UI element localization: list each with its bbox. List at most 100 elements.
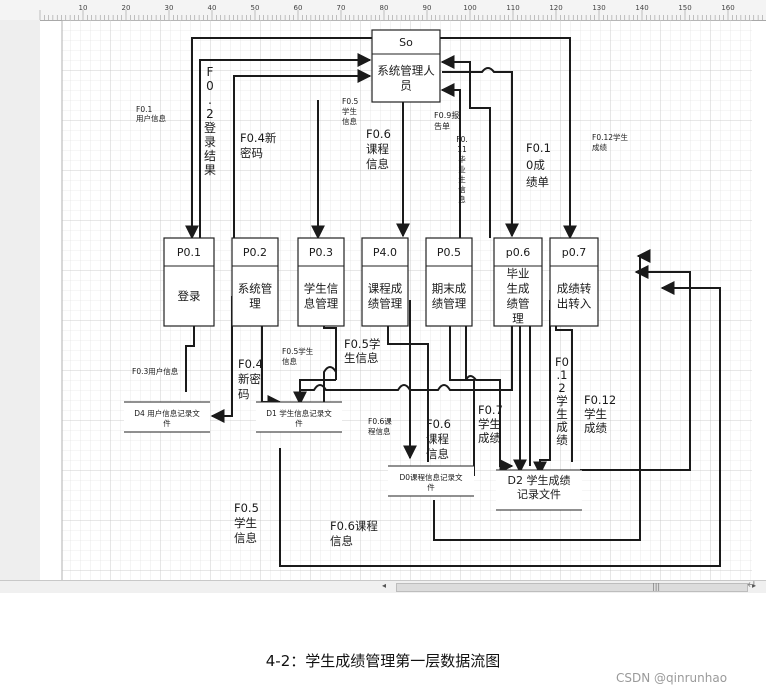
process-title: 出转入 xyxy=(557,297,592,311)
ruler-label: 100 xyxy=(463,4,476,12)
flow-p02-to-admin xyxy=(233,69,372,238)
paragraph-return-icon: ↵ xyxy=(747,578,757,591)
datastore-text: 件 xyxy=(295,418,303,428)
process-title: 学生信 xyxy=(304,282,339,296)
process-code: p0.6 xyxy=(506,246,530,259)
datastore-background xyxy=(124,402,210,432)
horizontal-scrollbar[interactable]: ◂ ||| ▸ xyxy=(0,580,766,593)
flow-label-text: F0.6课程 xyxy=(330,519,378,533)
datastore-text: D2 学生成绩 xyxy=(508,473,571,487)
flow-label-text: 绩单 xyxy=(526,175,549,189)
ruler-label: 70 xyxy=(337,4,346,12)
flow-label-text: 信息 xyxy=(234,531,257,545)
scroll-grip-icon: ||| xyxy=(652,582,661,591)
process-p01[interactable]: P0.1登录 xyxy=(163,237,215,327)
flow-label-text: 信 xyxy=(458,184,466,194)
scroll-right-arrow-icon[interactable]: ▸ xyxy=(752,581,757,590)
flow-label-text: F0.3用户信息 xyxy=(132,366,179,376)
ruler-label: 30 xyxy=(165,4,174,12)
flow-label-text: F0 xyxy=(555,355,569,369)
figure-caption: 4-2：学生成绩管理第一层数据流图 xyxy=(265,652,501,670)
flow-p05-to-d2 xyxy=(465,300,514,473)
flow-label-text: F0.5 xyxy=(234,501,259,515)
process-box xyxy=(549,237,599,327)
flow-label-text: 信息 xyxy=(426,447,449,461)
scroll-thumb[interactable] xyxy=(396,583,748,592)
flow-label-text: . xyxy=(208,93,212,107)
flow-label-text: 学生 xyxy=(234,516,257,530)
datastore-text: 件 xyxy=(163,418,171,428)
process-title: 绩管 xyxy=(507,297,530,311)
flow-label-text: 学生 xyxy=(342,106,357,116)
ruler-label: 10 xyxy=(79,4,88,12)
flow-label-text: 告单 xyxy=(434,121,450,131)
process-title: 理 xyxy=(249,297,261,311)
flow-label-text: F0.1 xyxy=(136,105,152,114)
flow-label-text: 录 xyxy=(204,135,216,149)
flow-label-text: F0.5学生 xyxy=(282,346,314,356)
ruler-label: 90 xyxy=(423,4,432,12)
process-title: 毕业 xyxy=(507,267,530,281)
flow-d0-bottom-loop xyxy=(433,249,651,541)
flow-label-text: F0.5 xyxy=(342,97,358,106)
flow-label-text: 密码 xyxy=(240,146,263,160)
process-layer: So系统管理人员P0.1登录P0.2系统管理P0.3学生信息管理P4.0课程成绩… xyxy=(163,29,599,327)
flow-label-text: 成绩 xyxy=(478,431,501,445)
flow-p02-to-d4 xyxy=(210,296,233,423)
flow-label-text: F0.12 xyxy=(584,393,616,407)
ruler-label: 150 xyxy=(678,4,691,12)
process-title: 系统管 xyxy=(238,282,273,296)
datastore-background xyxy=(388,466,474,496)
watermark: CSDN @qinrunhao xyxy=(616,671,728,685)
flow-label-text: 生信息 xyxy=(344,351,379,365)
ruler-label: 110 xyxy=(506,4,519,12)
flow-label-text: 2 xyxy=(558,381,565,395)
datastore-text: 件 xyxy=(427,482,435,492)
flow-p06-to-d1 xyxy=(293,300,513,406)
flow-label-text: 新密 xyxy=(238,372,261,386)
process-title: 绩管理 xyxy=(368,297,403,311)
scroll-left-arrow-icon[interactable]: ◂ xyxy=(382,581,387,590)
flow-label-text: F0.4 xyxy=(238,357,263,371)
flow-p06-to-admin xyxy=(440,55,491,238)
flow-p05-to-admin xyxy=(440,83,461,238)
process-box xyxy=(493,237,543,327)
left-margin-bar xyxy=(0,20,40,580)
flow-label-text: .1 xyxy=(557,368,568,382)
process-title: 期末成 xyxy=(432,282,467,296)
datastore-text: 记录文件 xyxy=(517,487,561,501)
datastore-background xyxy=(256,402,342,432)
process-code: p0.7 xyxy=(562,246,586,259)
process-code: P0.3 xyxy=(309,246,333,259)
flow-label-text: 登 xyxy=(204,120,216,135)
process-code: So xyxy=(399,36,413,49)
flow-label-text: F0.6 xyxy=(366,127,391,141)
flow-label-text: 码 xyxy=(238,387,250,401)
flow-d2-to-p05 xyxy=(443,296,475,476)
process-title: 系统管理人 xyxy=(377,64,435,78)
flow-label-text: 程信息 xyxy=(368,426,391,436)
process-code: P0.5 xyxy=(437,246,461,259)
flow-label-text: 生 xyxy=(556,407,568,421)
flow-label-text: 11 xyxy=(457,145,467,154)
flow-label-text: F xyxy=(207,65,214,79)
